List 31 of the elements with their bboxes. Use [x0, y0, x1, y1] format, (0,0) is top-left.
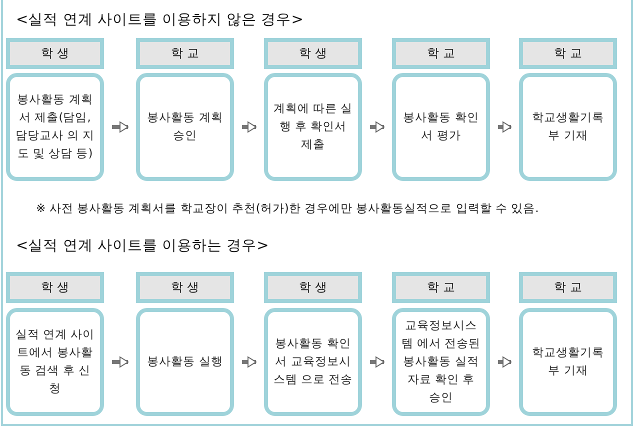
arrow — [112, 356, 128, 368]
role-header: 학 교 — [519, 272, 617, 303]
process-box: 학교생활기록부 기재 — [519, 73, 617, 181]
process-box: 실적 연계 사이트에서 봉사활동 검색 후 신청 — [6, 308, 104, 416]
process-box: 봉사활동 확인서 교육정보시스템 으로 전송 — [264, 308, 362, 416]
note-text: ※ 사전 봉사활동 계획서를 학교장이 추천(허가)한 경우에만 봉사활동실적으로 입력할 수 있음. — [36, 201, 539, 216]
arrow — [112, 122, 128, 132]
arrow — [242, 122, 256, 132]
role-header: 학 교 — [136, 38, 234, 69]
section-heading: <실적 연계 사이트를 이용하는 경우> — [16, 237, 269, 255]
role-header: 학 생 — [264, 38, 362, 69]
arrow — [370, 122, 384, 132]
process-box: 교육정보시스템 에서 전송된 봉사활동 실적자료 확인 후 승인 — [392, 308, 490, 416]
process-box: 계획에 따른 실행 후 확인서 제출 — [264, 73, 362, 181]
role-header: 학 생 — [264, 272, 362, 303]
section-heading: <실적 연계 사이트를 이용하지 않은 경우> — [16, 11, 304, 29]
process-box: 봉사활동 계획서 제출(담임, 담당교사 의 지도 및 상담 등) — [6, 73, 104, 181]
process-box: 봉사활동 확인서 평가 — [392, 73, 490, 181]
role-header: 학 교 — [519, 38, 617, 69]
role-header: 학 생 — [6, 38, 104, 69]
arrow — [498, 122, 512, 132]
role-header: 학 교 — [392, 272, 490, 303]
role-header: 학 교 — [392, 38, 490, 69]
arrow — [498, 356, 512, 368]
process-box: 봉사활동 계획 승인 — [136, 73, 234, 181]
process-box: 봉사활동 실행 — [136, 308, 234, 416]
role-header: 학 생 — [6, 272, 104, 303]
role-header: 학 생 — [136, 272, 234, 303]
arrow — [370, 356, 384, 368]
process-box: 학교생활기록부 기재 — [519, 308, 617, 416]
arrow — [242, 356, 256, 368]
